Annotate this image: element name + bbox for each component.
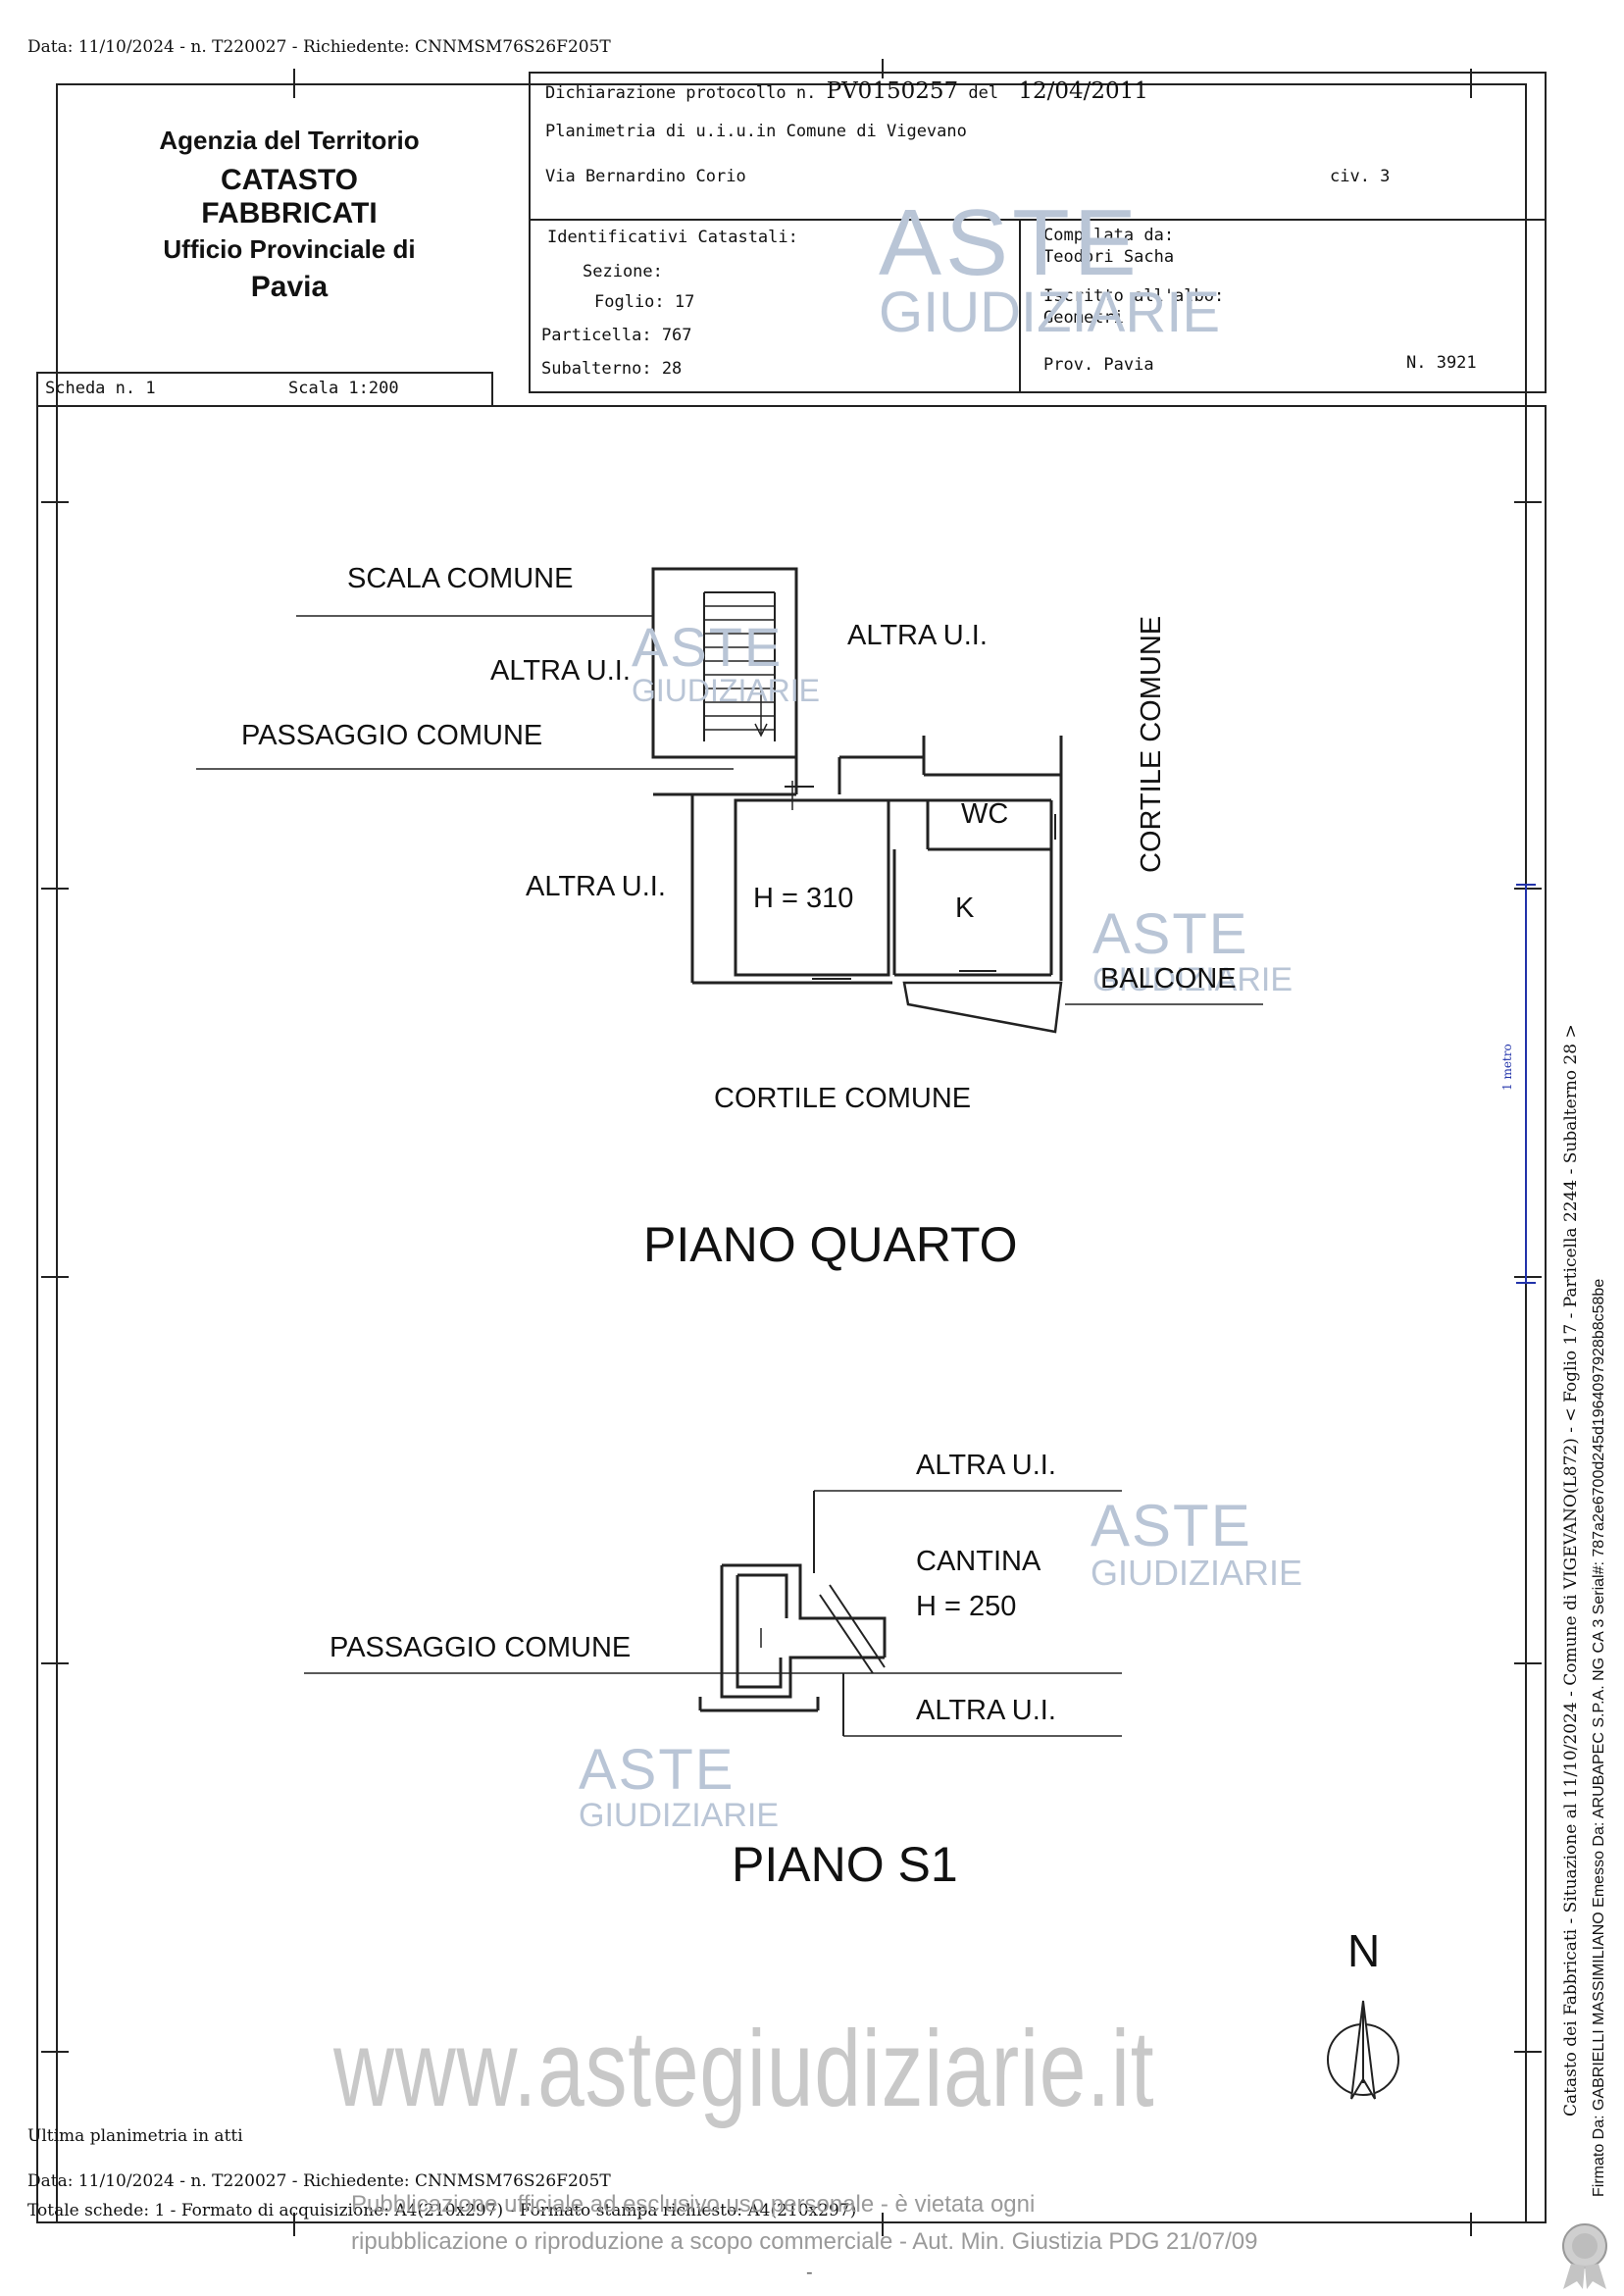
aste-watermark-1: ASTE GIUDIZIARIE [632,616,821,708]
side-signature-text: Firmato Da: GABRIELLI MASSIMILIANO Emess… [1591,1278,1607,2197]
street-line: Via Bernardino Corio [545,167,746,186]
title-piano-quarto: PIANO QUARTO [643,1217,1018,1272]
label-cantina: CANTINA [916,1546,1041,1577]
agency-block: Agenzia del Territorio CATASTO FABBRICAT… [137,126,441,304]
label-height-310: H = 310 [753,883,854,914]
frame-ticks [41,59,1542,2236]
label-kitchen: K [955,893,975,924]
giudiziarie-wm-text: GIUDIZIARIE [632,673,821,708]
aste-watermark-4: ASTE GIUDIZIARIE [579,1738,780,1834]
civ-number: civ. 3 [1330,167,1391,186]
totale-schede: Totale schede: 1 - Formato di acquisizio… [27,2201,857,2220]
label-scala-comune: SCALA COMUNE [347,563,574,594]
label-s1-passaggio-comune: PASSAGGIO COMUNE [330,1632,632,1663]
notice-line-1: Pubblicazione ufficiale ad esclusivo uso… [351,2191,1036,2218]
north-arrow [1327,2000,1399,2100]
label-s1-altra-ui-bottom: ALTRA U.I. [916,1695,1056,1726]
foglio: Foglio: 17 [594,292,695,312]
provincia: Prov. Pavia [1043,355,1154,375]
particella: Particella: 767 [541,326,692,345]
label-cortile-comune: CORTILE COMUNE [714,1083,972,1114]
catasto-title: CATASTO FABBRICATI [201,164,378,230]
decl-del: del [968,83,999,103]
notice-line-2: ripubblicazione o riproduzione a scopo c… [351,2228,1258,2255]
scheda-scale: Scala 1:200 [288,379,399,398]
aste-wm-text: ASTE [1091,1493,1252,1558]
label-wc: WC [961,798,1009,830]
identificativi-title: Identificativi Catastali: [547,228,798,247]
label-altra-ui-top: ALTRA U.I. [847,620,988,651]
aste-wm-text: ASTE [1092,902,1249,966]
label-s1-altra-ui-top: ALTRA U.I. [916,1450,1056,1481]
decl-label: Dichiarazione protocollo n. [545,83,817,103]
aste-wm-text: ASTE [579,1738,736,1802]
aste-watermark-3: ASTE GIUDIZIARIE [1091,1497,1302,1591]
scheda-number: Scheda n. 1 [45,379,156,398]
subalterno: Subalterno: 28 [541,359,683,379]
giudiziarie-wm-text: GIUDIZIARIE [579,1797,780,1834]
seal-icon [1562,2223,1607,2289]
label-altra-ui-left: ALTRA U.I. [490,655,631,687]
giudiziarie-wm-text: GIUDIZIARIE [879,281,1221,344]
title-piano-s1: PIANO S1 [732,1837,958,1892]
compilata-name: Teodori Sacha [1043,247,1175,267]
aste-wm-text: ASTE [879,190,1141,295]
label-balcone: BALCONE [1100,963,1237,995]
planimetria-line: Planimetria di u.i.u.in Comune di Vigeva… [545,122,967,141]
label-passaggio-comune: PASSAGGIO COMUNE [241,720,543,751]
giudiziarie-wm-text: GIUDIZIARIE [1092,961,1294,998]
footer-request-line: Data: 11/10/2024 - n. T220027 - Richiede… [27,2171,611,2191]
label-cortile-comune-vertical: CORTILE COMUNE [1136,615,1167,873]
top-request-line: Data: 11/10/2024 - n. T220027 - Richiede… [27,37,611,57]
ufficio-label: Ufficio Provinciale di [163,234,416,264]
scale-bar-label: 1 metro [1500,1044,1514,1091]
site-watermark: www.astegiudiziarie.it [333,2009,1155,2129]
label-height-250: H = 250 [916,1591,1017,1622]
plan-piano-quarto [196,567,1263,1034]
ufficio-city: Pavia [250,271,329,303]
decl-date: 12/04/2011 [1018,78,1148,104]
ultima-planimetria: Ultima planimetria in atti [27,2126,243,2146]
side-situazione-text: Catasto dei Fabbricati - Situazione al 1… [1561,1024,1581,2117]
albo-number: N. 3921 [1406,353,1477,373]
aste-watermark-2: ASTE GIUDIZIARIE [1092,902,1294,998]
declaration-line: Dichiarazione protocollo n. PV0150257 de… [545,78,1148,104]
sezione: Sezione: [583,262,663,281]
iscritto-label: Iscritto all'albo: [1043,286,1225,306]
identificativi-box [529,219,1547,393]
decl-number: PV0150257 [826,78,959,104]
agency-name: Agenzia del Territorio [159,126,420,155]
plan-piano-s1 [304,1490,1122,1737]
scale-bar [1516,884,1536,1284]
compilata-label: Compilata da: [1043,226,1175,245]
aste-wm-text: ASTE [632,616,784,678]
drawing-frame [36,405,1547,2223]
aste-watermark-header: ASTE GIUDIZIARIE [879,196,1220,341]
albo-value: Geometri [1043,308,1124,328]
north-label: N [1347,1925,1381,1976]
page-dash: - [806,2262,813,2283]
label-altra-ui-west: ALTRA U.I. [526,871,666,902]
giudiziarie-wm-text: GIUDIZIARIE [1091,1553,1303,1593]
